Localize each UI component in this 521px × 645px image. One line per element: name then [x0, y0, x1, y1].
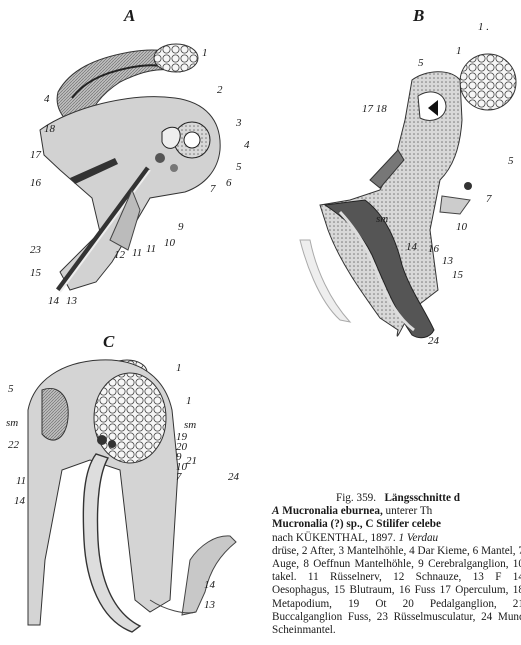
caption-line2: A Mucronalia eburnea, unterer Th — [272, 505, 432, 517]
panel-a-label-11: 11 — [132, 248, 142, 259]
panel-a-label-4b: 4 — [44, 94, 50, 105]
panel-a-label-5: 5 — [236, 162, 242, 173]
panel-b-label-14: 14 — [406, 242, 417, 253]
panel-a-label-18: 18 — [44, 124, 55, 135]
panel-c-label-1b: 1 — [186, 396, 192, 407]
panel-a-label-11b: 11 — [146, 244, 156, 255]
panel-a-drawing — [40, 44, 220, 292]
panel-b-label-13: 13 — [442, 256, 453, 267]
panel-a-label-15: 15 — [30, 268, 41, 279]
panel-c-label-24: 24 — [228, 472, 239, 483]
panel-c-label-11: 11 — [16, 476, 26, 487]
panel-c-label-5: 5 — [8, 384, 14, 395]
caption-fig-num: Fig. 359. — [336, 492, 376, 504]
caption-body: drüse, 2 After, 3 Mantelhöhle, 4 Dar Kie… — [272, 545, 521, 636]
panel-a-label-10: 10 — [164, 238, 175, 249]
panel-b-label-1-dot: 1 . — [478, 22, 489, 33]
panel-b-label-24: 24 — [428, 336, 439, 347]
panel-c-label-7: 7 — [176, 472, 182, 483]
panel-a-label-17: 17 — [30, 150, 41, 161]
panel-c-label-21: 21 — [186, 456, 197, 467]
panel-c-label-13: 13 — [204, 600, 215, 611]
panel-b-label-16: 16 — [428, 244, 439, 255]
caption-title: Längsschnitte d — [384, 492, 460, 504]
panel-b-label-1: 1 — [456, 46, 462, 57]
panel-a-label-9: 9 — [178, 222, 184, 233]
panel-c-label-14b: 14 — [204, 580, 215, 591]
panel-b-label-17-18: 17 18 — [362, 104, 387, 115]
panel-c-label-1: 1 — [176, 363, 182, 374]
panel-a-label-7: 7 — [210, 184, 216, 195]
panel-a-label-1: 1 — [202, 48, 208, 59]
panel-c-drawing — [28, 360, 236, 632]
panel-c-label-sm-b: sm — [184, 420, 196, 431]
panel-a-label-12: 12 — [114, 250, 125, 261]
panel-a-label-13: 13 — [66, 296, 77, 307]
panel-c-label-22: 22 — [8, 440, 19, 451]
panel-b-label-10: 10 — [456, 222, 467, 233]
caption-line3: Mucronalia (?) sp., C Stilifer celebe — [272, 518, 441, 530]
panel-b-label-7: 7 — [486, 194, 492, 205]
panel-c-label-sm: sm — [6, 418, 18, 429]
panel-b-label-5b: 5 — [508, 156, 514, 167]
panel-a-label-2: 2 — [217, 85, 223, 96]
figure-caption: Fig. 359. Längsschnitte d A Mucronalia e… — [272, 492, 521, 637]
panel-b-label-5: 5 — [418, 58, 424, 69]
panel-a-label-3: 3 — [236, 118, 242, 129]
panel-a-label-14: 14 — [48, 296, 59, 307]
panel-b-label-15: 15 — [452, 270, 463, 281]
panel-a-label-6: 6 — [226, 178, 232, 189]
caption-title-line: Fig. 359. Längsschnitte d — [272, 492, 521, 505]
panel-a-label-23: 23 — [30, 245, 41, 256]
panel-c-label-14: 14 — [14, 496, 25, 507]
panel-c-label-20: 20 — [176, 442, 187, 453]
panel-b-drawing — [300, 54, 516, 338]
caption-line4: nach KÜKENTHAL, 1897. 1 Verdau — [272, 532, 438, 544]
panel-b-label-sm: sm — [376, 214, 388, 225]
panel-a-label-16: 16 — [30, 178, 41, 189]
panel-a-label-4: 4 — [244, 140, 250, 151]
